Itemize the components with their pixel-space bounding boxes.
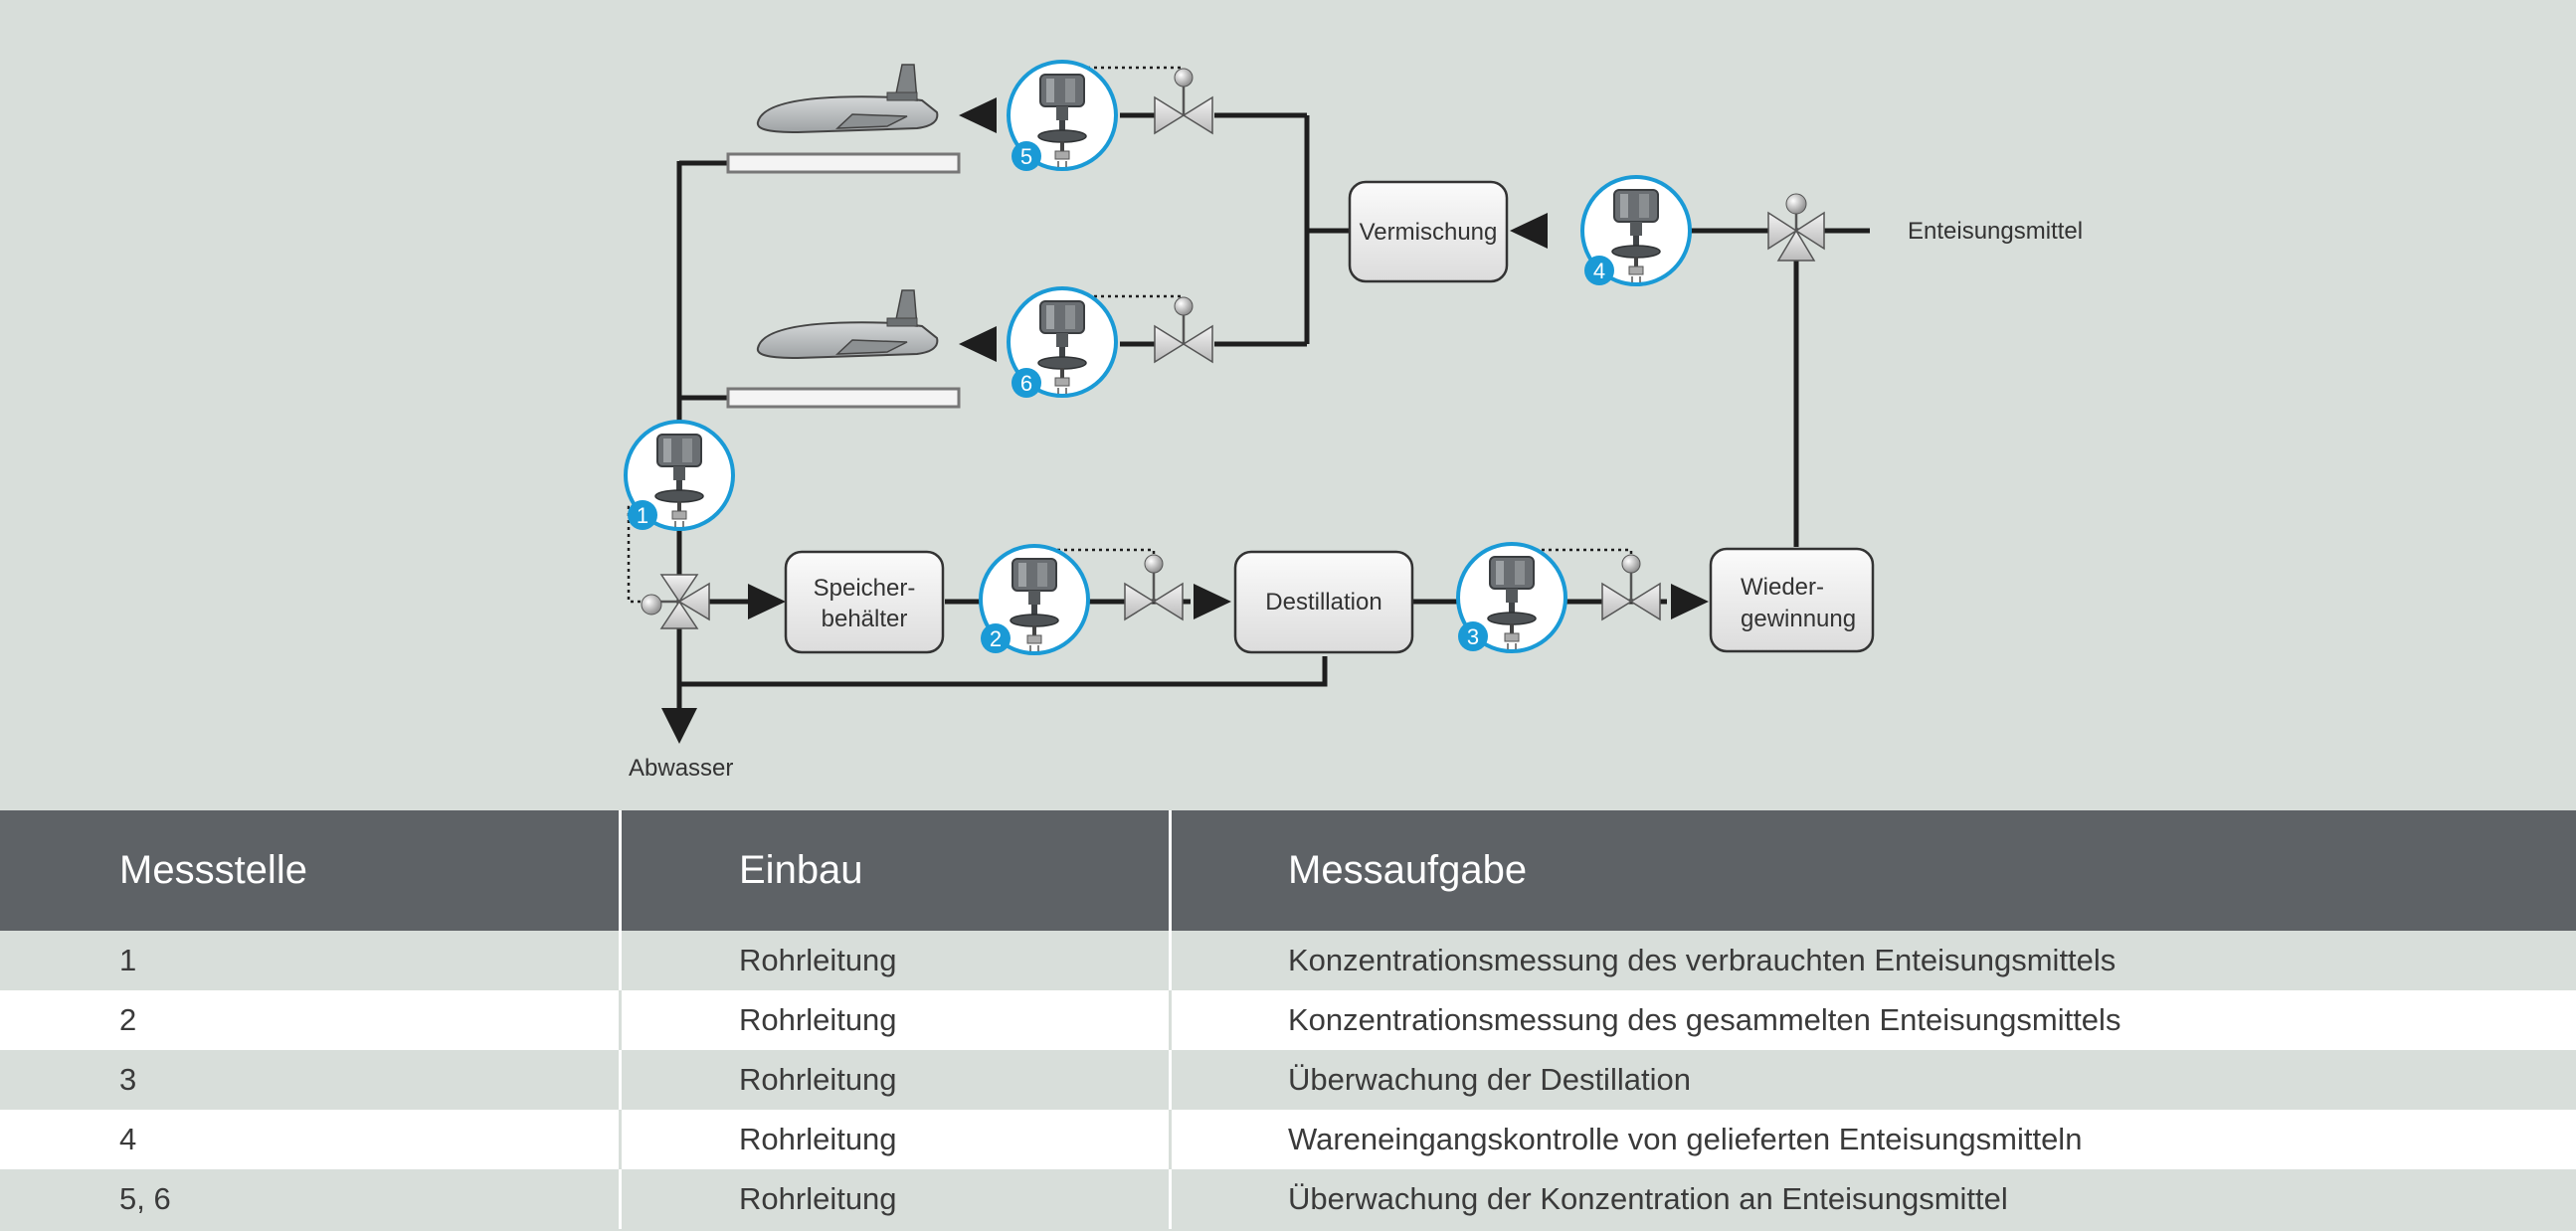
measurement-table: Messstelle Einbau Messaufgabe 1 Rohrleit… [0,810,2576,1231]
process-diagram: Vermischung Speicher- behälter Destillat… [624,60,2083,782]
svg-text:4: 4 [1593,259,1605,283]
measuring-point-5: 5 [1007,60,1118,171]
cell-einbau: Rohrleitung [622,1169,1172,1229]
svg-text:1: 1 [637,503,648,528]
header-messaufgabe: Messaufgabe [1288,848,1528,892]
cell-einbau: Rohrleitung [622,990,1172,1050]
cell-messstelle: 1 [0,931,622,990]
measuring-point-1: 1 [624,420,735,531]
cell-einbau: Rohrleitung [622,1110,1172,1169]
deicing-pad-lower [726,387,961,409]
measuring-point-2: 2 [979,544,1090,655]
table-row: 1 Rohrleitung Konzentrationsmessung des … [0,931,2576,990]
measuring-point-3: 3 [1456,542,1567,653]
box-destillation: Destillation [1233,550,1414,654]
box-vermischung: Vermischung [1348,180,1509,283]
arrow-to-wastewater [661,708,697,744]
cell-messstelle: 4 [0,1110,622,1169]
cell-messaufgabe: Überwachung der Destillation [1288,1062,1691,1097]
arrow-to-distillation [1194,584,1231,619]
airplane-lower-icon [756,289,939,359]
cell-messstelle: 5, 6 [0,1169,622,1229]
valve-lower-icon [1153,295,1214,364]
cell-einbau: Rohrleitung [622,931,1172,990]
valve-after-distillation-icon [1600,553,1662,621]
header-messstelle: Messstelle [0,810,622,931]
arrow-to-plane-upper [959,97,997,133]
cell-messaufgabe: Konzentrationsmessung des verbrauchten E… [1288,943,2116,977]
svg-text:Speicher-: Speicher- [814,575,916,602]
cell-messstelle: 3 [0,1050,622,1110]
label-abwasser: Abwasser [629,755,733,782]
arrow-to-storage [748,584,786,619]
table-row: 4 Rohrleitung Wareneingangskontrolle von… [0,1110,2576,1169]
label-enteisungsmittel: Enteisungsmittel [1908,218,2083,245]
arrow-to-recovery [1671,584,1709,619]
table-row: 3 Rohrleitung Überwachung der Destillati… [0,1050,2576,1110]
table-row: 2 Rohrleitung Konzentrationsmessung des … [0,990,2576,1050]
cell-messaufgabe: Wareneingangskontrolle von gelieferten E… [1288,1122,2083,1156]
svg-text:5: 5 [1020,144,1032,169]
table-row: 5, 6 Rohrleitung Überwachung der Konzent… [0,1169,2576,1229]
table-header: Messstelle Einbau Messaufgabe [0,810,2576,931]
svg-text:gewinnung: gewinnung [1741,606,1856,632]
three-way-valve-bottom-icon [641,574,710,629]
arrow-to-mixing [1510,213,1548,249]
measuring-point-4: 4 [1580,175,1692,286]
three-way-valve-top-icon [1767,193,1825,262]
box-speicherbehaelter: Speicher- behälter [784,550,945,654]
cell-einbau: Rohrleitung [622,1050,1172,1110]
svg-text:Destillation: Destillation [1265,589,1381,616]
flow-arrows [661,97,1709,744]
header-einbau: Einbau [622,810,1172,931]
arrow-to-plane-lower [959,326,997,362]
svg-text:behälter: behälter [822,606,908,632]
control-lines [627,66,1633,604]
valve-after-storage-icon [1123,553,1185,621]
cell-messaufgabe: Überwachung der Konzentration an Enteisu… [1288,1181,2008,1216]
airplane-upper-icon [756,64,939,133]
box-wiedergewinnung: Wieder- gewinnung [1709,547,1875,653]
deicing-pad-upper [726,152,961,174]
cell-messstelle: 2 [0,990,622,1050]
measuring-point-6: 6 [1007,286,1118,398]
svg-text:2: 2 [990,626,1002,651]
cell-messaufgabe: Konzentrationsmessung des gesammelten En… [1288,1002,2121,1037]
svg-text:3: 3 [1467,624,1479,649]
svg-text:Wieder-: Wieder- [1741,574,1824,601]
valve-upper-icon [1153,67,1214,135]
svg-text:6: 6 [1020,371,1032,396]
svg-text:Vermischung: Vermischung [1360,219,1498,246]
